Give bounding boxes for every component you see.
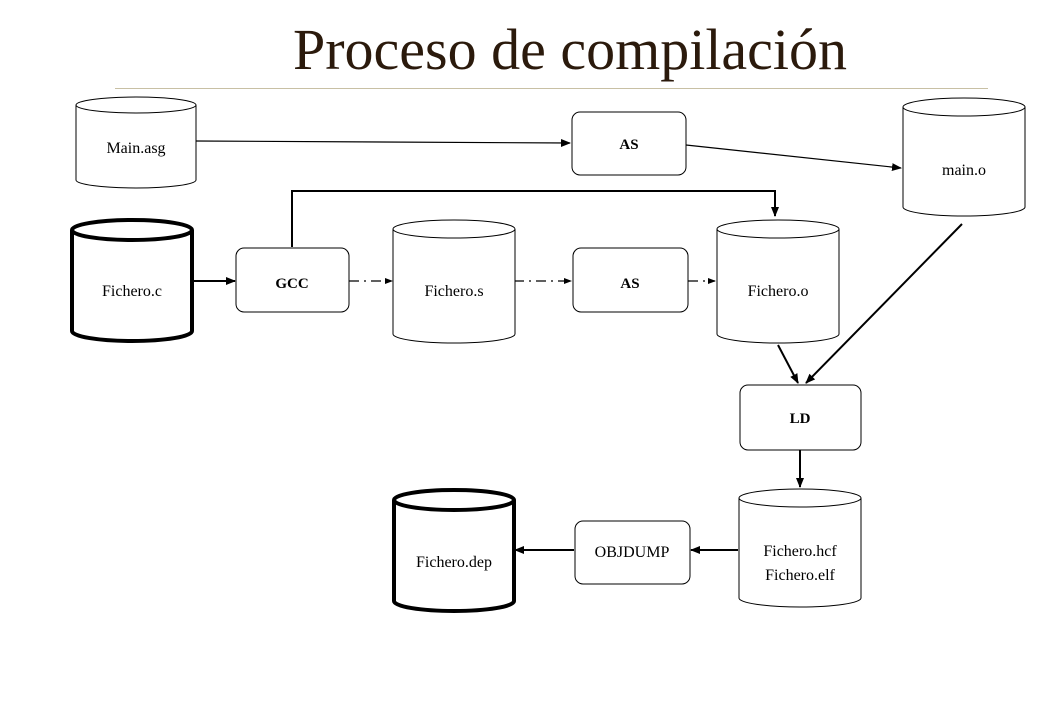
process-as-top: AS [571, 111, 687, 176]
gcc-label: GCC [275, 276, 308, 292]
page-title: Proceso de compilación [292, 17, 848, 82]
objdump-label: OBJDUMP [595, 544, 670, 561]
main-o-label: main.o [942, 162, 986, 179]
as-mid-label: AS [620, 276, 639, 292]
as-top-label: AS [619, 137, 638, 153]
process-ld: LD [739, 384, 862, 451]
cylinder-fichero-c: Fichero.c [70, 218, 194, 343]
arrow-main-asg-to-as [195, 138, 571, 147]
cylinder-fichero-dep: Fichero.dep [392, 488, 516, 613]
fichero-elf-label: Fichero.elf [765, 567, 835, 584]
arrow-gcc-to-fichero-o [291, 190, 779, 247]
arrow-as-to-main-o [685, 144, 902, 172]
ld-label: LD [790, 411, 811, 427]
cylinder-fichero-hcf-elf: Fichero.hcf Fichero.elf [738, 488, 862, 608]
fichero-s-label: Fichero.s [424, 283, 483, 300]
cylinder-fichero-o: Fichero.o [716, 219, 840, 344]
cylinder-fichero-s: Fichero.s [392, 219, 516, 344]
cylinder-main-asg: Main.asg [75, 96, 197, 189]
arrow-main-o-to-ld [805, 223, 963, 384]
process-objdump: OBJDUMP [574, 520, 691, 585]
process-gcc: GCC [235, 247, 350, 313]
fichero-o-label: Fichero.o [748, 283, 809, 300]
fichero-c-label: Fichero.c [102, 283, 162, 300]
connectors [193, 138, 963, 554]
fichero-hcf-label: Fichero.hcf [763, 543, 837, 560]
cylinder-main-o: main.o [902, 97, 1026, 217]
title-divider [115, 88, 988, 89]
main-asg-label: Main.asg [106, 140, 165, 157]
process-as-mid: AS [572, 247, 689, 313]
fichero-dep-label: Fichero.dep [416, 554, 492, 571]
arrow-fichero-o-to-ld [777, 344, 799, 384]
